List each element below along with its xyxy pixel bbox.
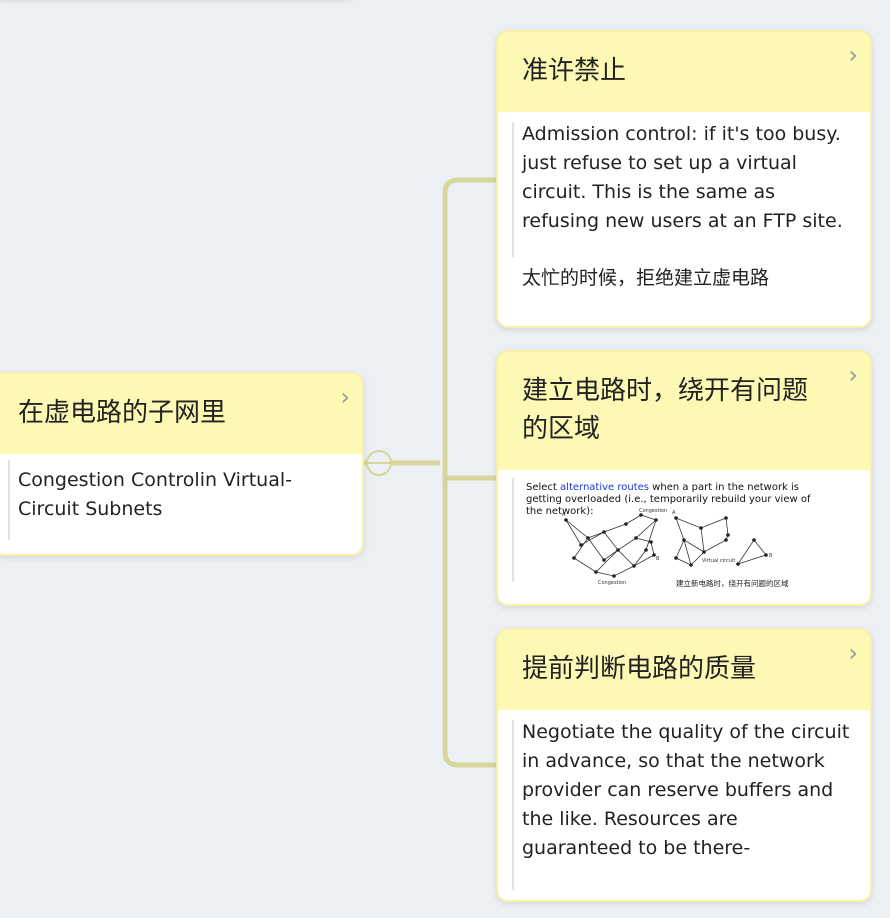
root-node-note-text: Congestion Controlin Virtual- Circuit Su… [18,469,292,520]
network-graph: A Congestion A B B Virtual circuit Conge… [562,508,789,588]
label-zh: 建立新电路时，绕开有问题的区域 [676,578,789,588]
chevron-right-icon[interactable]: › [848,361,858,389]
child-node-header: 准许禁止 › [498,32,870,112]
diagram-caption: Select alternative routes when a part in… [526,482,811,517]
chevron-right-icon[interactable]: › [848,41,858,69]
label-virtual-circuit: Virtual circuit [702,558,735,564]
label-congestion: Congestion [598,580,626,586]
root-node-header: 在虚电路的子网里 › [0,374,362,454]
chevron-right-icon[interactable]: › [848,639,858,667]
root-node-title: 在虚电路的子网里 [18,398,227,428]
child-node-title: 建立电路时，绕开有问题的区域 [522,376,809,444]
child-node-header: 提前判断电路的质量 › [498,630,870,710]
label-a: A [672,510,676,516]
child-node-header: 建立电路时，绕开有问题的区域 › [498,352,870,470]
network-diagram-image: Select alternative routes when a part in… [526,480,826,595]
child-node-note-text: Negotiate the quality of the circuit in … [522,721,856,859]
root-node-note: Congestion Controlin Virtual- Circuit Su… [0,454,362,540]
label-b: B [656,556,660,562]
child-node-title: 提前判断电路的质量 [522,654,757,684]
child-node-note-text: Admission control: if it's too busy. jus… [522,123,847,232]
label-b: B [769,553,773,559]
label-congestion: Congestion [639,508,667,514]
child-node-title: 准许禁止 [522,56,627,86]
child-node-alternative-routes[interactable]: 建立电路时，绕开有问题的区域 › Select alternative rout… [496,350,872,606]
chevron-right-icon[interactable]: › [340,383,350,411]
child-node-image-area: Select alternative routes when a part in… [498,470,870,595]
child-node-note-zh: 太忙的时候，拒绝建立虚电路 [522,267,770,289]
label-a: A [562,512,566,518]
root-node-card[interactable]: 在虚电路的子网里 › Congestion Controlin Virtual-… [0,372,364,556]
child-node-note: Negotiate the quality of the circuit in … [498,710,870,890]
child-node-admission[interactable]: 准许禁止 › Admission control: if it's too bu… [496,30,872,328]
child-node-quality[interactable]: 提前判断电路的质量 › Negotiate the quality of the… [496,628,872,902]
child-node-note: Admission control: if it's too busy. jus… [498,112,870,293]
